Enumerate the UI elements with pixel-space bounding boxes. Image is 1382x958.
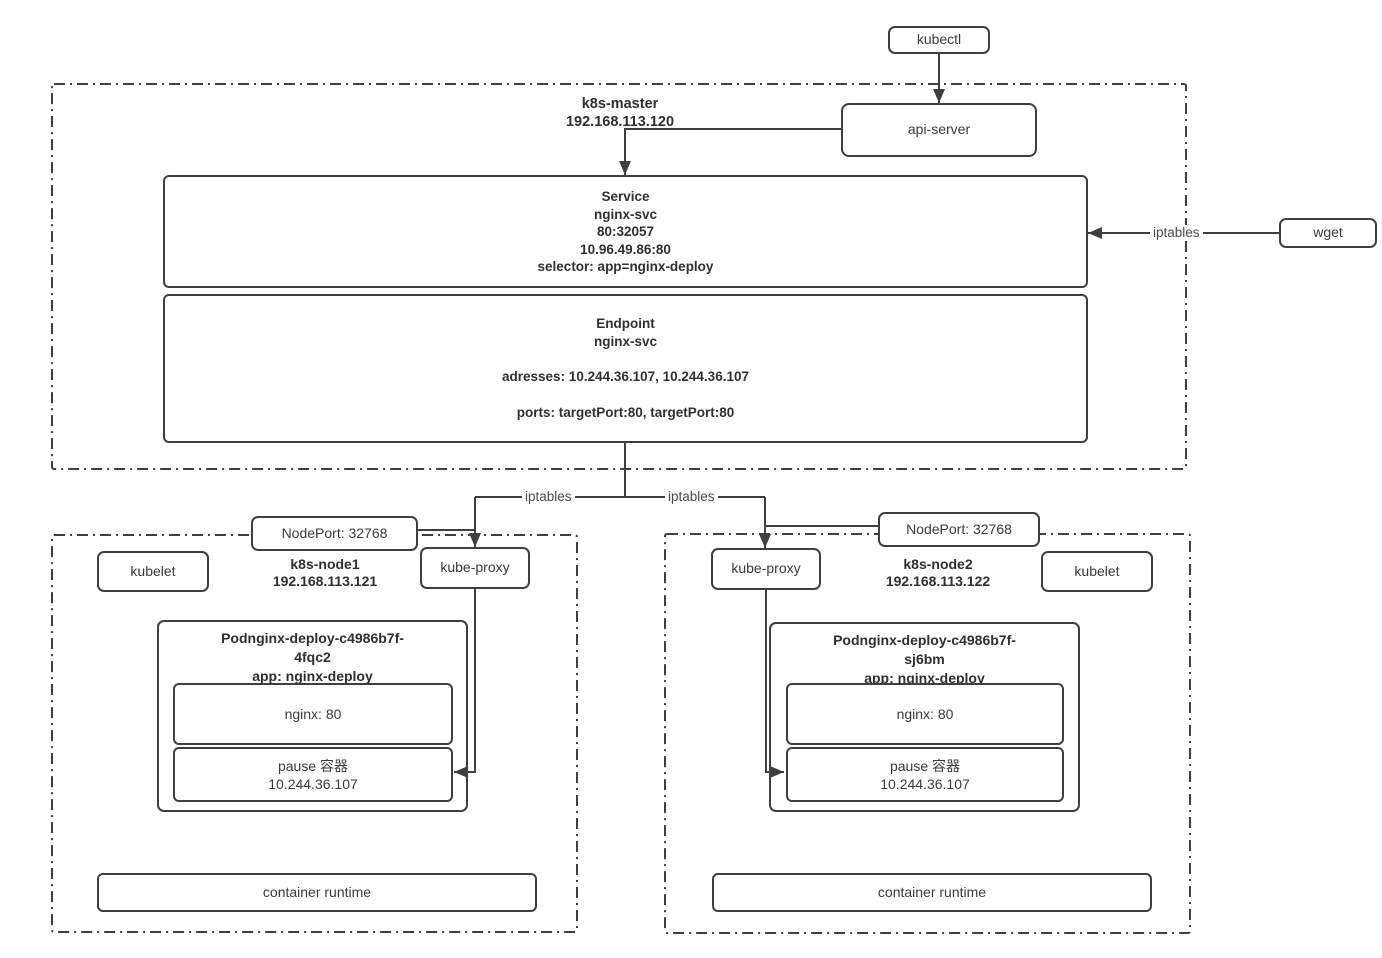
arrow-apiserver-to-service xyxy=(619,128,841,175)
iptables-label-node2: iptables xyxy=(665,489,718,504)
node2-container-runtime-box: container runtime xyxy=(712,873,1152,912)
nodeport1-label: NodePort: 32768 xyxy=(281,524,388,541)
service-title: Service xyxy=(601,189,650,204)
node2-kube-proxy-box: kube-proxy xyxy=(711,548,821,590)
node2-pause-ip: 10.244.36.107 xyxy=(880,775,970,792)
master-name: k8s-master xyxy=(581,96,659,112)
iptables-label-wget: iptables xyxy=(1150,225,1203,240)
nodeport2-box: NodePort: 32768 xyxy=(878,512,1040,547)
nodeport2-label: NodePort: 32768 xyxy=(906,520,1012,537)
node1-name: k8s-node1 xyxy=(290,556,360,572)
service-cluster-ip: 10.96.49.86:80 xyxy=(580,241,671,257)
node2-container-runtime-label: container runtime xyxy=(877,883,987,900)
master-ip: 192.168.113.120 xyxy=(565,114,675,130)
node1-pause-container-box: pause 容器 10.244.36.107 xyxy=(173,747,453,802)
service-selector: selector: app=nginx-deploy xyxy=(537,259,714,274)
node1-kube-proxy-box: kube-proxy xyxy=(420,547,530,589)
node2-kube-proxy-label: kube-proxy xyxy=(731,560,801,577)
iptables-label-node1: iptables xyxy=(522,489,575,504)
node2-pause-label: pause 容器 xyxy=(889,757,961,774)
node2-pod-title: Podnginx-deploy-c4986b7f- sj6bm app: ngi… xyxy=(771,624,1078,688)
node2-ip: 192.168.113.122 xyxy=(885,573,991,589)
endpoint-addresses: adresses: 10.244.36.107, 10.244.36.107 xyxy=(502,369,749,384)
node1-pod-name-line2: 4fqc2 xyxy=(294,649,331,665)
node1-pod-title: Podnginx-deploy-c4986b7f- 4fqc2 app: ngi… xyxy=(159,622,466,686)
node1-nginx-container-box: nginx: 80 xyxy=(173,683,453,745)
node1-kubelet-box: kubelet xyxy=(97,551,209,592)
node1-pod-name-line1: Podnginx-deploy-c4986b7f- xyxy=(221,630,404,646)
nodeport1-box: NodePort: 32768 xyxy=(251,516,418,551)
node2-pause-container-box: pause 容器 10.244.36.107 xyxy=(786,747,1064,802)
node1-ip: 192.168.113.121 xyxy=(272,573,378,589)
node1-kube-proxy-label: kube-proxy xyxy=(440,559,510,576)
node1-title: k8s-node1 192.168.113.121 xyxy=(235,556,415,590)
node2-pod-name-line2: sj6bm xyxy=(904,651,945,667)
node2-kubelet-box: kubelet xyxy=(1041,551,1153,592)
node1-nginx-label: nginx: 80 xyxy=(284,706,342,722)
service-name: nginx-svc xyxy=(593,206,658,222)
node1-container-runtime-box: container runtime xyxy=(97,873,537,912)
node2-kubelet-label: kubelet xyxy=(1074,562,1120,579)
node1-kubelet-label: kubelet xyxy=(130,562,176,579)
node2-nginx-label: nginx: 80 xyxy=(896,706,954,722)
master-title: k8s-master 192.168.113.120 xyxy=(530,95,710,131)
node2-pod-name-line1: Podnginx-deploy-c4986b7f- xyxy=(833,632,1016,648)
api-server-box: api-server xyxy=(841,103,1037,157)
wget-label: wget xyxy=(1313,224,1343,241)
node2-nginx-container-box: nginx: 80 xyxy=(786,683,1064,745)
node2-title: k8s-node2 192.168.113.122 xyxy=(848,556,1028,590)
service-port-mapping: 80:32057 xyxy=(596,224,655,239)
kubectl-box: kubectl xyxy=(888,26,990,54)
wget-box: wget xyxy=(1279,218,1377,248)
endpoint-ports: ports: targetPort:80, targetPort:80 xyxy=(516,404,735,420)
node1-pause-ip: 10.244.36.107 xyxy=(268,775,358,792)
node2-pod-box: Podnginx-deploy-c4986b7f- sj6bm app: ngi… xyxy=(769,622,1080,812)
node1-pod-box: Podnginx-deploy-c4986b7f- 4fqc2 app: ngi… xyxy=(157,620,468,812)
node1-container-runtime-label: container runtime xyxy=(262,883,372,900)
node2-name: k8s-node2 xyxy=(903,556,973,572)
endpoint-name: nginx-svc xyxy=(593,333,658,349)
node1-pause-label: pause 容器 xyxy=(277,757,349,774)
api-server-label: api-server xyxy=(907,121,971,138)
service-box: Service nginx-svc 80:32057 10.96.49.86:8… xyxy=(163,175,1088,288)
kubectl-label: kubectl xyxy=(916,31,962,48)
endpoint-box: Endpoint nginx-svc adresses: 10.244.36.1… xyxy=(163,294,1088,443)
endpoint-title: Endpoint xyxy=(596,316,655,331)
